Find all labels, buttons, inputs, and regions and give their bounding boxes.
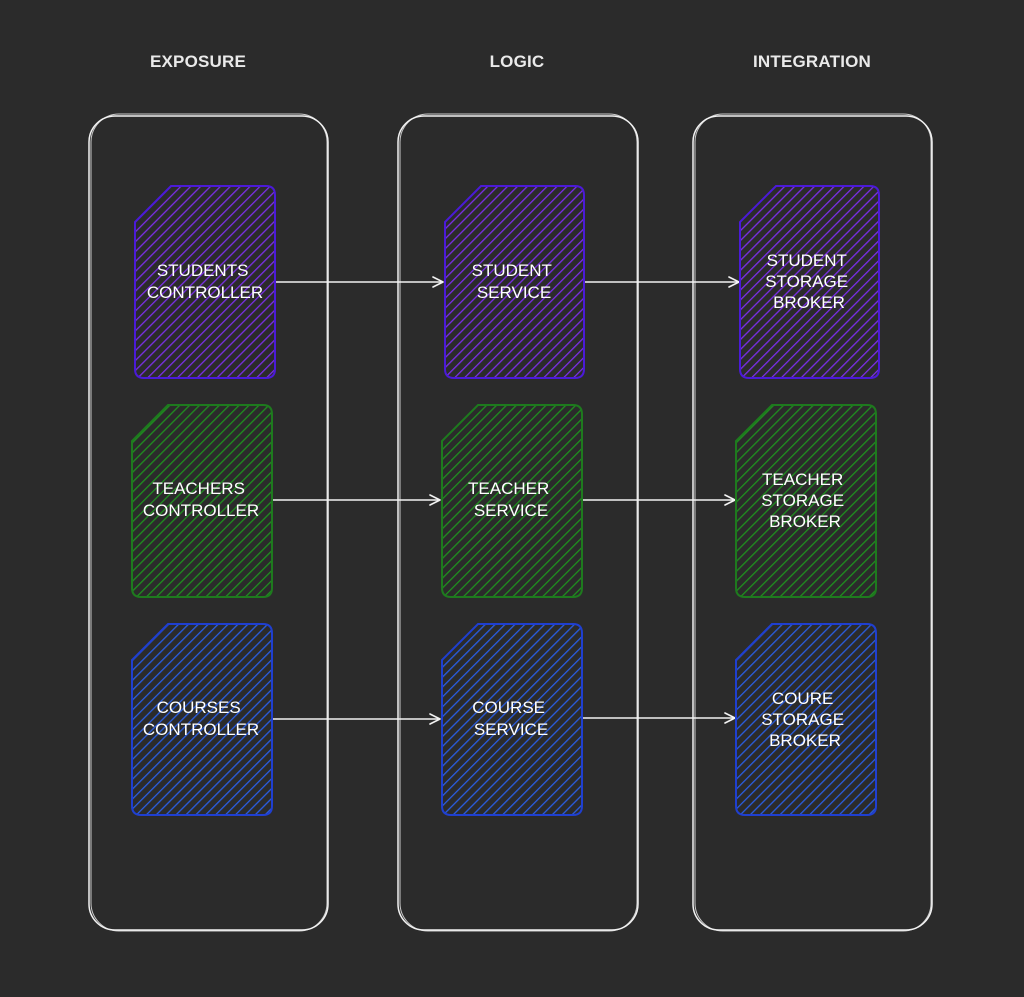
node-label-line: SERVICE <box>474 720 548 739</box>
node-label-line: TEACHER <box>762 470 843 489</box>
node-label-line: TEACHERS <box>152 479 245 498</box>
svg-text:COURSE SERVICE: COURSE SERVICE <box>472 698 549 739</box>
node-courses-controller: COURSES CONTROLLER <box>131 623 273 816</box>
node-label-line: STUDENT <box>767 251 847 270</box>
node-course-service: COURSE SERVICE <box>441 623 583 816</box>
node-label-line: STUDENTS <box>157 261 249 280</box>
layer-title-integration: INTEGRATION <box>753 52 871 71</box>
node-label-line: STUDENT <box>472 261 552 280</box>
node-label-line: SERVICE <box>474 501 548 520</box>
layer-container-integration <box>692 113 933 932</box>
node-label-line: BROKER <box>769 512 841 531</box>
node-teachers-controller: TEACHERS CONTROLLER <box>131 404 273 598</box>
svg-text:COURE STORAGE: COURE STORAGE BROKER <box>761 689 849 750</box>
node-label-line: STORAGE <box>765 272 848 291</box>
node-student-service: STUDENT SERVICE <box>444 185 585 379</box>
node-teacher-service: TEACHER SERVICE <box>441 404 583 598</box>
svg-text:COURSES CONTROLLER: COURSES CONTROLLER <box>143 698 259 739</box>
node-student-storage-broker: STUDENT STORAGE BROKER <box>739 185 880 379</box>
svg-text:TEACHER STORAGE: TEACHER STORAGE BROKER <box>761 470 849 531</box>
layer-container-exposure <box>88 113 329 932</box>
node-label-line: CONTROLLER <box>143 501 259 520</box>
node-students-controller: STUDENTS CONTROLLER <box>134 185 276 379</box>
node-label-line: COURSES <box>157 698 241 717</box>
node-course-storage-broker: COURE STORAGE BROKER <box>735 623 877 816</box>
svg-text:STUDENTS CONTROLLER: STUDENTS CONTROLLER <box>147 261 263 302</box>
layer-title-logic: LOGIC <box>490 52 545 71</box>
layer-title-exposure: EXPOSURE <box>150 52 246 71</box>
layer-container-logic <box>397 113 639 932</box>
node-label-line: COURSE <box>472 698 545 717</box>
node-label-line: BROKER <box>769 731 841 750</box>
node-label-line: BROKER <box>773 293 845 312</box>
node-teacher-storage-broker: TEACHER STORAGE BROKER <box>735 404 877 598</box>
node-label-line: CONTROLLER <box>147 283 263 302</box>
svg-text:STUDENT STORAGE: STUDENT STORAGE BROKER <box>765 251 853 312</box>
node-label-line: COURE <box>772 689 833 708</box>
node-label-line: STORAGE <box>761 710 844 729</box>
svg-text:STUDENT SERVICE: STUDENT SERVICE <box>472 261 557 302</box>
node-label-line: CONTROLLER <box>143 720 259 739</box>
svg-text:TEACHER SERVICE: TEACHER SERVICE <box>468 479 554 520</box>
node-label-line: TEACHER <box>468 479 549 498</box>
node-label-line: SERVICE <box>477 283 551 302</box>
svg-text:TEACHERS CONTROLLER: TEACHERS CONTROLLER <box>143 479 259 520</box>
node-label-line: STORAGE <box>761 491 844 510</box>
